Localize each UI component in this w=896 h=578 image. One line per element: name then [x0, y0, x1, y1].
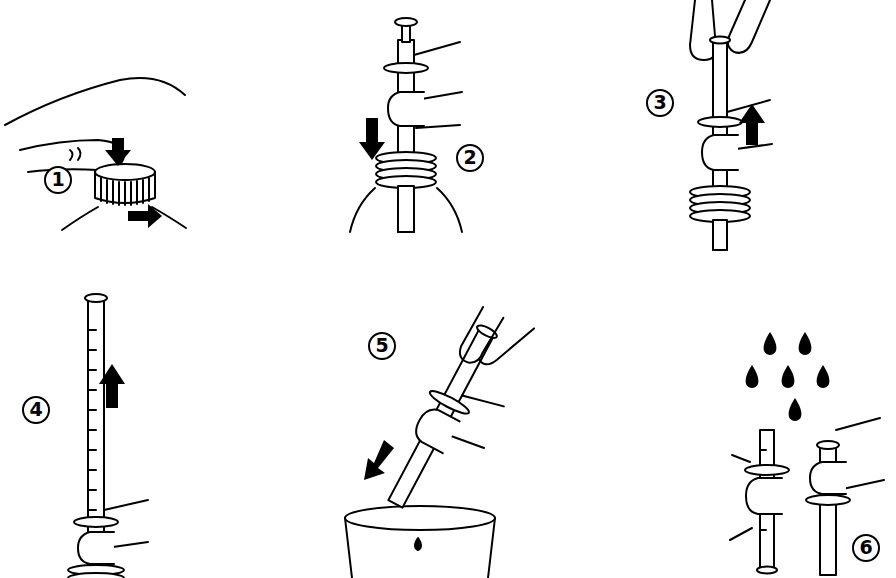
- callout-number: 5: [368, 332, 396, 360]
- step-2-illustration: [350, 18, 462, 232]
- step-3-illustration: [690, 0, 772, 250]
- step-5-illustration: [345, 299, 545, 578]
- callout-number: 4: [22, 396, 50, 424]
- step-1-illustration: [5, 78, 186, 230]
- step-6-illustration: [730, 332, 884, 575]
- callout-number: 1: [44, 166, 72, 194]
- callout-number: 2: [456, 144, 484, 172]
- step-4-illustration: [68, 294, 148, 578]
- callout-number: 3: [646, 89, 674, 117]
- callout-number: 6: [852, 534, 880, 562]
